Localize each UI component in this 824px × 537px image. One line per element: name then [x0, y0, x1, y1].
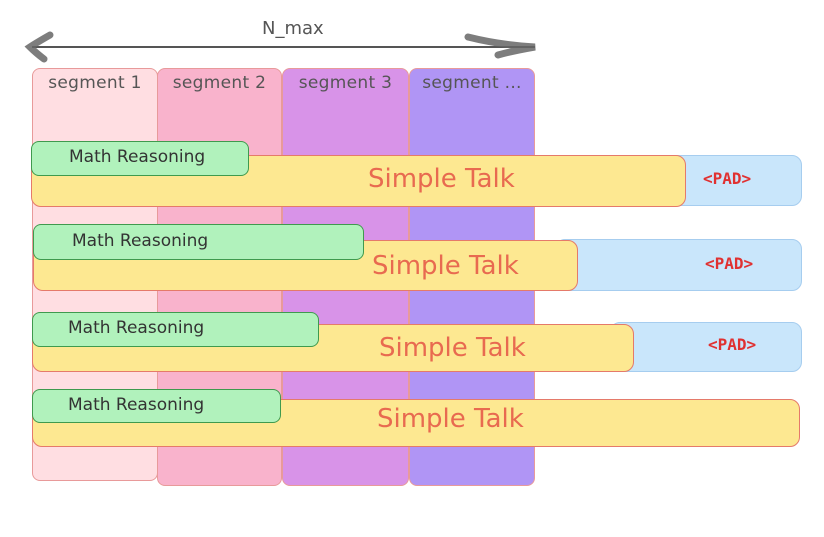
- n-max-label: N_max: [262, 18, 324, 39]
- pad-label: <PAD>: [703, 169, 752, 188]
- simple-talk-label: Simple Talk: [379, 333, 526, 363]
- segment-label: segment ...: [422, 73, 522, 93]
- segment-label: segment 3: [298, 73, 393, 93]
- math-reasoning-label: Math Reasoning: [69, 147, 206, 167]
- math-reasoning-block: [31, 141, 249, 176]
- n-max-arrow: [24, 31, 536, 63]
- simple-talk-label: Simple Talk: [372, 251, 519, 281]
- math-reasoning-label: Math Reasoning: [68, 318, 205, 338]
- math-reasoning-label: Math Reasoning: [72, 231, 209, 251]
- simple-talk-label: Simple Talk: [377, 404, 524, 434]
- pad-block: [555, 239, 802, 291]
- segment-label: segment 2: [172, 73, 267, 93]
- math-reasoning-block: [32, 312, 319, 347]
- pad-label: <PAD>: [708, 335, 757, 354]
- math-reasoning-block: [32, 389, 281, 423]
- math-reasoning-block: [33, 224, 364, 260]
- segment-label: segment 1: [48, 73, 142, 93]
- math-reasoning-label: Math Reasoning: [68, 395, 205, 415]
- pad-label: <PAD>: [705, 254, 754, 273]
- pad-block: [610, 322, 802, 372]
- simple-talk-label: Simple Talk: [368, 164, 515, 194]
